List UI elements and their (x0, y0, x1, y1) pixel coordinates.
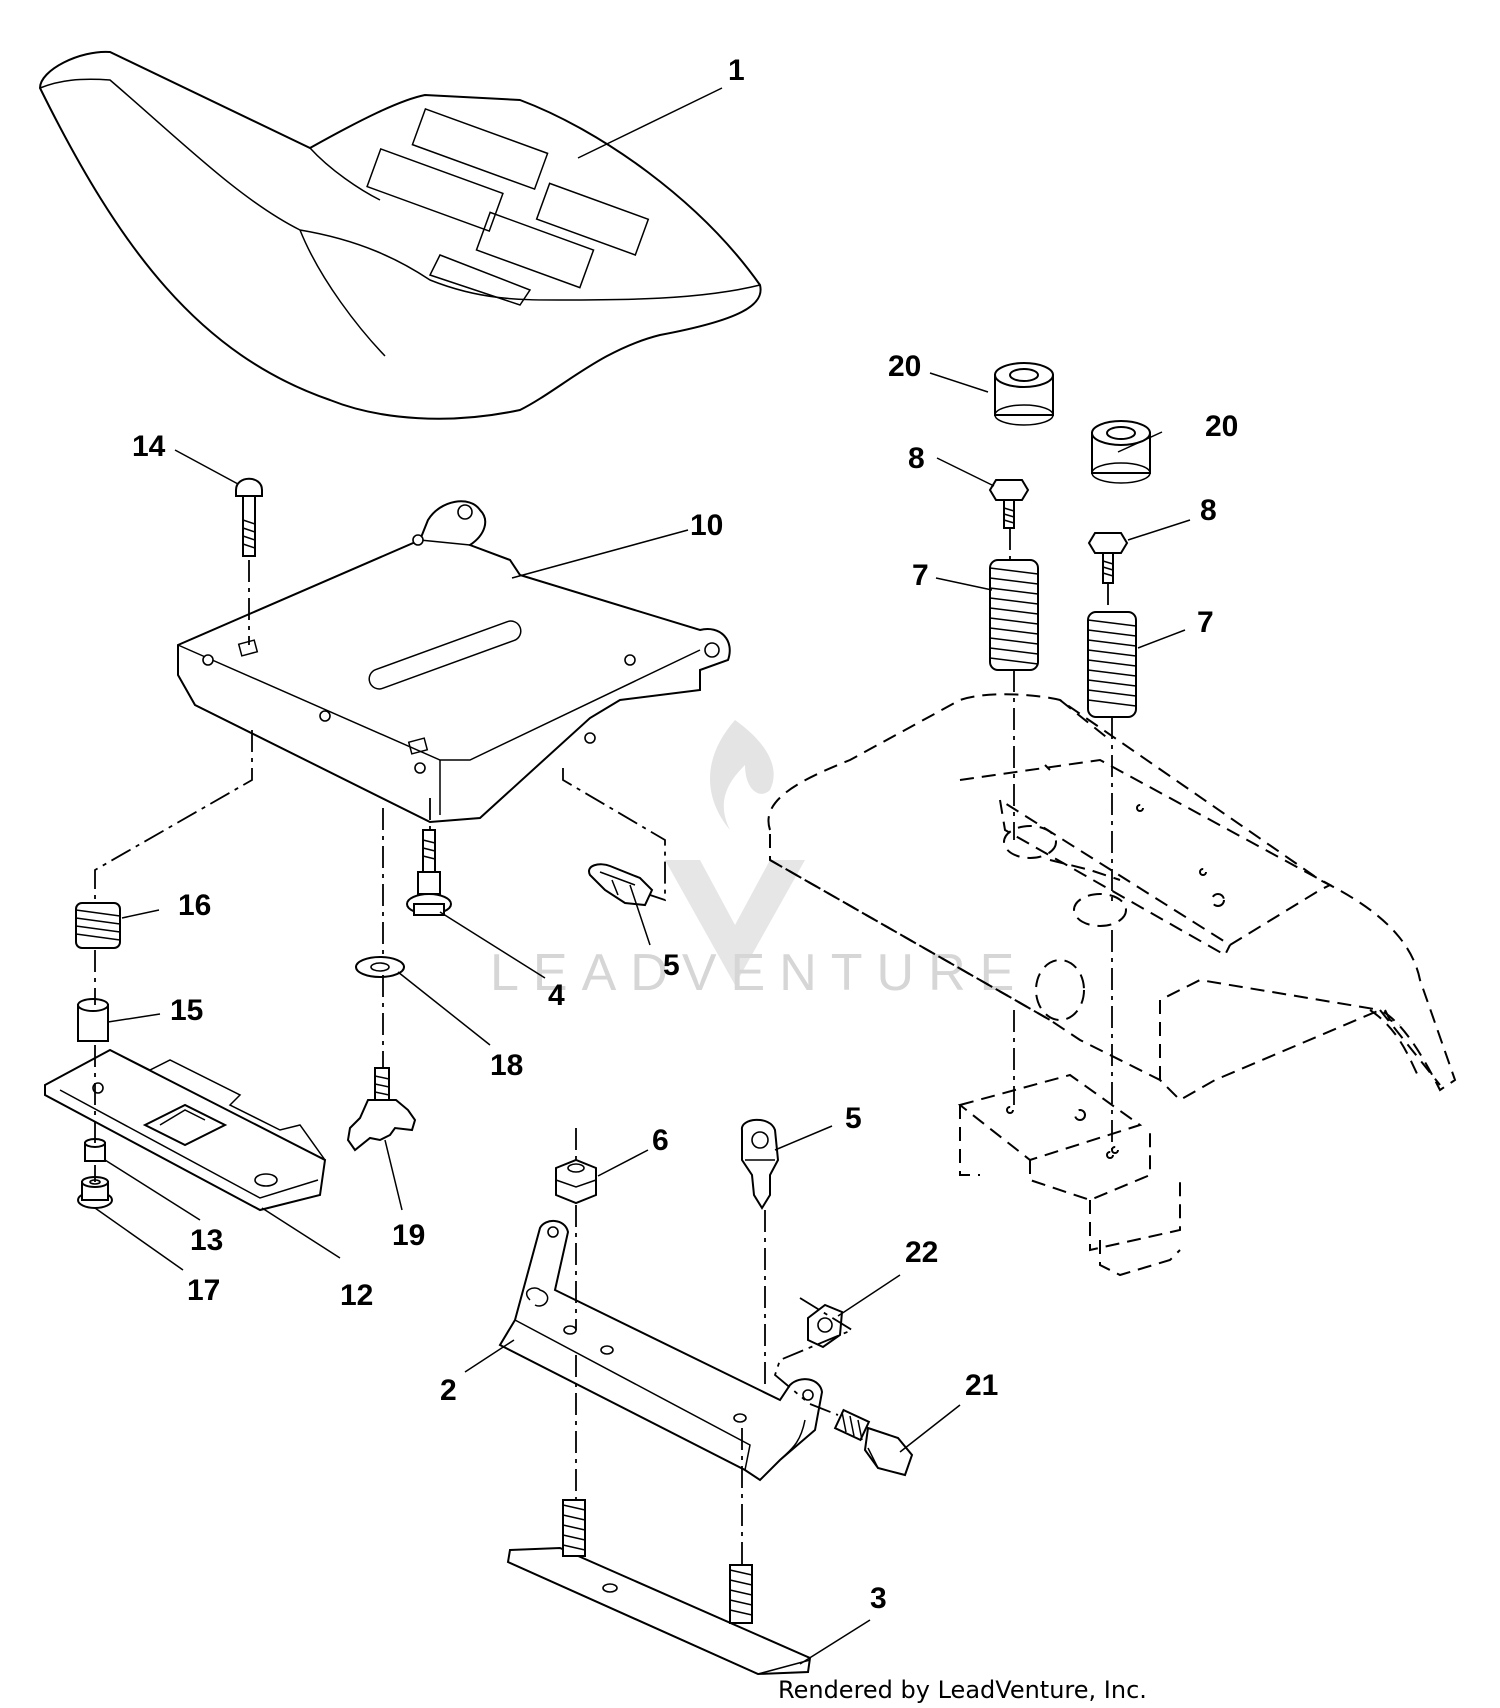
callout-20-left: 20 (888, 350, 921, 383)
frame-bracket-outline (957, 1073, 1181, 1277)
spring-left (989, 559, 1039, 671)
callout-5-upper: 5 (663, 949, 680, 982)
spacer-left (994, 362, 1054, 426)
callout-21: 21 (965, 1369, 998, 1402)
callout-7-right: 7 (1197, 606, 1214, 639)
hex-nut (807, 1303, 844, 1349)
seat-pan (177, 500, 731, 824)
clip-lower (741, 1118, 780, 1210)
callout-7-left: 7 (912, 559, 929, 592)
hex-bolt (833, 1408, 914, 1477)
leadventure-watermark: LEADVENTURE (490, 720, 1028, 1002)
spring-right (1087, 611, 1137, 718)
callout-20-right: 20 (1205, 410, 1238, 443)
clip-upper (588, 863, 654, 907)
callout-10: 10 (690, 509, 723, 542)
callout-14: 14 (132, 430, 166, 463)
screw-right (1087, 532, 1129, 584)
callout-6: 6 (652, 1124, 669, 1157)
leader-lines (94, 87, 1191, 1665)
callout-12: 12 (340, 1279, 373, 1312)
spacer-small (77, 998, 109, 1042)
callout-8-left: 8 (908, 442, 925, 475)
callout-5-lower: 5 (845, 1102, 862, 1135)
screw-left (988, 479, 1030, 529)
spacer-right (1091, 420, 1151, 484)
callout-22: 22 (905, 1236, 938, 1269)
callout-16: 16 (178, 889, 211, 922)
callout-8-right: 8 (1200, 494, 1217, 527)
callout-4: 4 (548, 979, 565, 1012)
seat (38, 50, 762, 420)
slide-plate (44, 1048, 327, 1212)
callout-17: 17 (187, 1274, 220, 1307)
callout-3: 3 (870, 1582, 887, 1615)
callout-18: 18 (490, 1049, 523, 1082)
callout-1: 1 (728, 54, 745, 87)
spring-small (75, 902, 121, 949)
rendered-by-credit: Rendered by LeadVenture, Inc. (778, 1676, 1147, 1704)
seat-bracket (498, 1220, 824, 1482)
callout-2: 2 (440, 1374, 457, 1407)
v-logo-icon (665, 860, 805, 985)
flame-logo-icon (710, 720, 774, 830)
shoulder-bolt (406, 829, 452, 916)
callout-15: 15 (170, 994, 203, 1027)
washer (355, 956, 405, 978)
base-plate (506, 1499, 812, 1676)
callout-labels: 1 2 3 4 5 5 6 7 7 8 8 10 12 13 14 15 16 … (132, 54, 1238, 1615)
callout-19: 19 (392, 1219, 425, 1252)
wing-knob (346, 1067, 417, 1152)
fender-outline (767, 693, 1457, 1102)
watermark-text: LEADVENTURE (490, 944, 1028, 1002)
assembly-lines (94, 528, 1113, 1565)
lock-nut (555, 1158, 597, 1205)
callout-13: 13 (190, 1224, 223, 1257)
carriage-bolt (235, 477, 263, 557)
flange-nut (77, 1176, 113, 1209)
